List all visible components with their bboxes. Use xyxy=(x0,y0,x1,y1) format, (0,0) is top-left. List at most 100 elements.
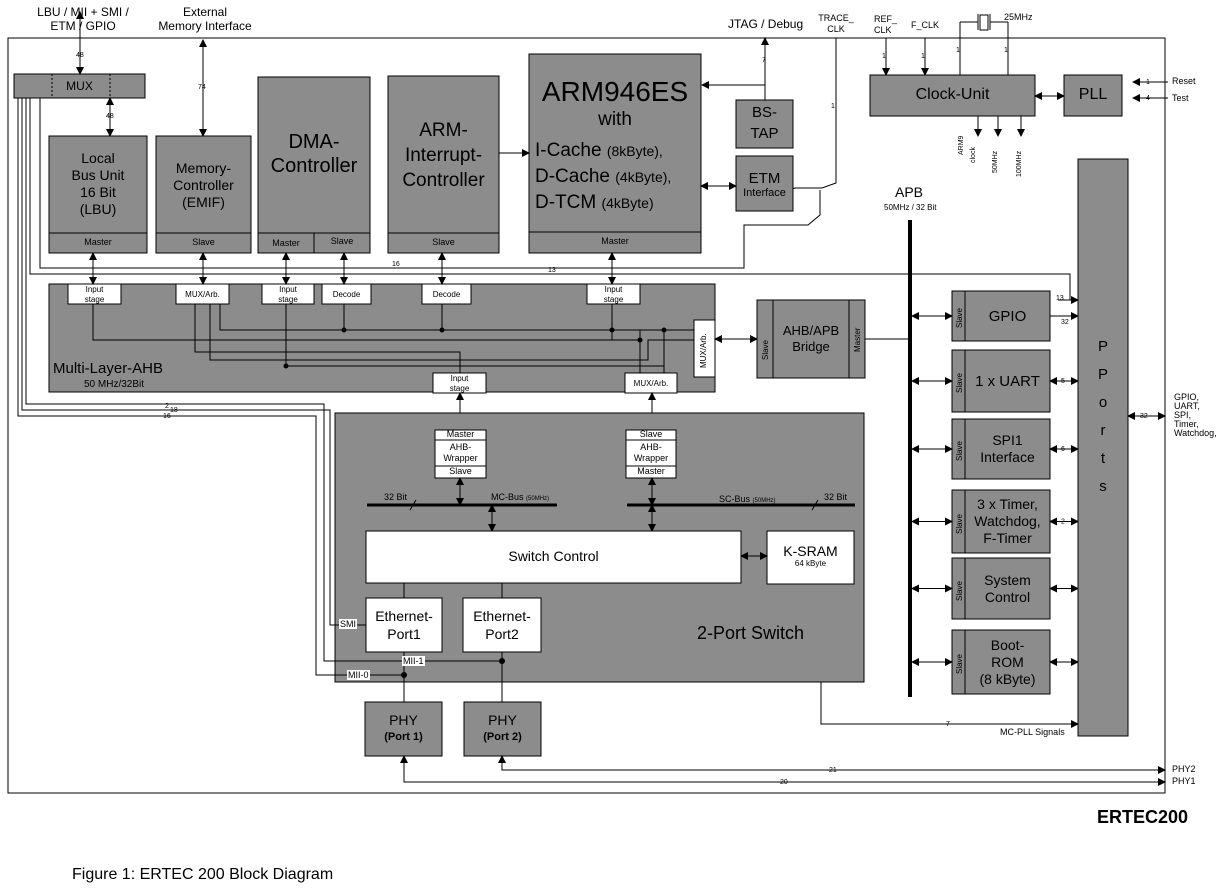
sysctrl-block xyxy=(951,557,1051,620)
figure-caption: Figure 1: ERTEC 200 Block Diagram xyxy=(72,866,334,883)
mii0-label: MII-0 xyxy=(347,670,370,680)
wrapper-sc-slave: Slave xyxy=(639,429,663,439)
timer-title: 3 x Timer, xyxy=(977,496,1038,512)
dma-slave-port: Slave xyxy=(330,236,354,246)
ahb-input-stage-lbu: Input xyxy=(85,285,104,294)
ports-letter-1: P xyxy=(1097,338,1108,355)
ethernet-port1-block xyxy=(365,597,443,653)
mux-block xyxy=(13,73,146,99)
svg-text:32: 32 xyxy=(1061,319,1069,326)
svg-text:2: 2 xyxy=(165,403,169,410)
svg-text:7: 7 xyxy=(946,721,950,728)
arm-dcache: D-Cache xyxy=(535,166,610,187)
apb-title: APB xyxy=(895,184,924,200)
spi-title: SPI1 xyxy=(992,432,1023,448)
svg-text:6: 6 xyxy=(1061,446,1065,453)
bridge-title: AHB/APB xyxy=(782,323,840,338)
svg-text:1: 1 xyxy=(882,53,886,60)
lbu-pins-label: LBU / MII + SMI / xyxy=(37,5,129,19)
lbu-title: Local xyxy=(81,150,115,166)
mc-bus-width: 32 Bit xyxy=(384,492,408,502)
svg-text:5: 5 xyxy=(1061,378,1065,385)
arm9-clock-label: ARM9 xyxy=(958,135,965,155)
svg-text:32: 32 xyxy=(1140,413,1148,420)
arm-icache: I-Cache xyxy=(535,140,602,161)
dma-title: DMA- xyxy=(288,131,340,153)
ahb-input-stage-switch: Input xyxy=(450,374,469,383)
timer-block xyxy=(951,489,1051,554)
smi-label: SMI xyxy=(339,619,358,629)
svg-text:1: 1 xyxy=(1146,79,1150,86)
svg-text:1: 1 xyxy=(831,103,835,110)
uart-block xyxy=(951,349,1051,413)
bridge-master-port: Master xyxy=(853,327,862,352)
ahb-mux-arb-bridge: MUX/Arb. xyxy=(699,333,708,368)
mii1-label: MII-1 xyxy=(402,656,425,666)
ahb-mux-arb-emif: MUX/Arb. xyxy=(185,290,220,299)
phy1-ext-label: PHY1 xyxy=(1172,776,1196,786)
dma-master-port: Master xyxy=(272,238,300,248)
gpio-block xyxy=(951,290,1051,342)
ahb-decode-irq: Decode xyxy=(432,290,461,299)
etm-title: ETM xyxy=(748,170,781,187)
svg-text:18: 18 xyxy=(170,407,178,414)
f-clk-label: F_CLK xyxy=(911,20,940,30)
ahb-input-stage-dma: Input xyxy=(279,285,297,294)
switch-title: 2-Port Switch xyxy=(697,623,805,643)
chip-name: ERTEC200 xyxy=(1097,807,1189,827)
apb-sub: 50MHz / 32 Bit xyxy=(884,203,937,212)
switch-control-block xyxy=(365,530,742,584)
phy2-title: PHY xyxy=(488,712,517,728)
ext-mem-label: External xyxy=(182,5,228,19)
svg-text:21: 21 xyxy=(829,767,837,774)
mux-label: MUX xyxy=(66,79,93,93)
clock-100mhz-label: 100MHz xyxy=(1016,150,1023,177)
sc-bus-width: 32 Bit xyxy=(824,492,848,502)
arm-port: Master xyxy=(601,236,629,246)
mc-bus-label: MC-Bus xyxy=(491,492,524,502)
clock-50mhz-label: 50MHz xyxy=(992,150,999,173)
timer-slave-port: Slave xyxy=(955,513,964,534)
sysctrl-title: System xyxy=(984,571,1031,588)
svg-text:13: 13 xyxy=(548,267,556,274)
phy1-title: PHY xyxy=(389,712,418,728)
lbu-port: Master xyxy=(84,237,112,247)
arm946-block xyxy=(528,53,702,254)
bstap-block xyxy=(735,99,794,149)
sc-bus-label: SC-Bus xyxy=(719,494,751,504)
svg-text:74: 74 xyxy=(198,84,206,91)
clock-unit-block xyxy=(869,74,1036,117)
uart-title: 1 x UART xyxy=(975,372,1040,390)
phy2-ext-label: PHY2 xyxy=(1172,764,1196,774)
test-label: Test xyxy=(1172,93,1189,103)
bootrom-title: Boot- xyxy=(990,636,1025,653)
wrapper-sc-master: Master xyxy=(637,466,665,476)
irq-port: Slave xyxy=(432,237,455,247)
pll-block xyxy=(1063,74,1123,117)
dma-block xyxy=(257,76,371,254)
ext-mem-label2: Memory Interface xyxy=(158,19,252,33)
ahb-mux-arb-switch: MUX/Arb. xyxy=(633,379,669,388)
clock-unit-title: Clock-Unit xyxy=(915,86,990,103)
svg-text:1: 1 xyxy=(956,47,960,54)
sysctrl-slave-port: Slave xyxy=(955,580,964,601)
svg-text:1: 1 xyxy=(1004,47,1008,54)
ports-block xyxy=(1077,158,1129,737)
svg-text:16: 16 xyxy=(392,261,400,268)
svg-text:48: 48 xyxy=(76,52,84,59)
arm-title: ARM946ES xyxy=(541,76,689,107)
arm-dtcm: D-TCM xyxy=(535,192,597,213)
pll-title: PLL xyxy=(1078,86,1108,103)
reset-label: Reset xyxy=(1172,76,1196,86)
ksram-title: K-SRAM xyxy=(783,543,838,559)
svg-text:1: 1 xyxy=(921,53,925,60)
gpio-title: GPIO xyxy=(988,307,1027,325)
ahb-sub: 50 MHz/32Bit xyxy=(84,379,145,390)
jtag-label: JTAG / Debug xyxy=(728,17,804,31)
svg-text:48: 48 xyxy=(106,113,114,120)
lbu-pins-label2: ETM / GPIO xyxy=(50,19,116,33)
xtal-label: 25MHz xyxy=(1004,12,1033,22)
interrupt-controller-block xyxy=(387,75,500,254)
svg-text:16: 16 xyxy=(163,413,171,420)
